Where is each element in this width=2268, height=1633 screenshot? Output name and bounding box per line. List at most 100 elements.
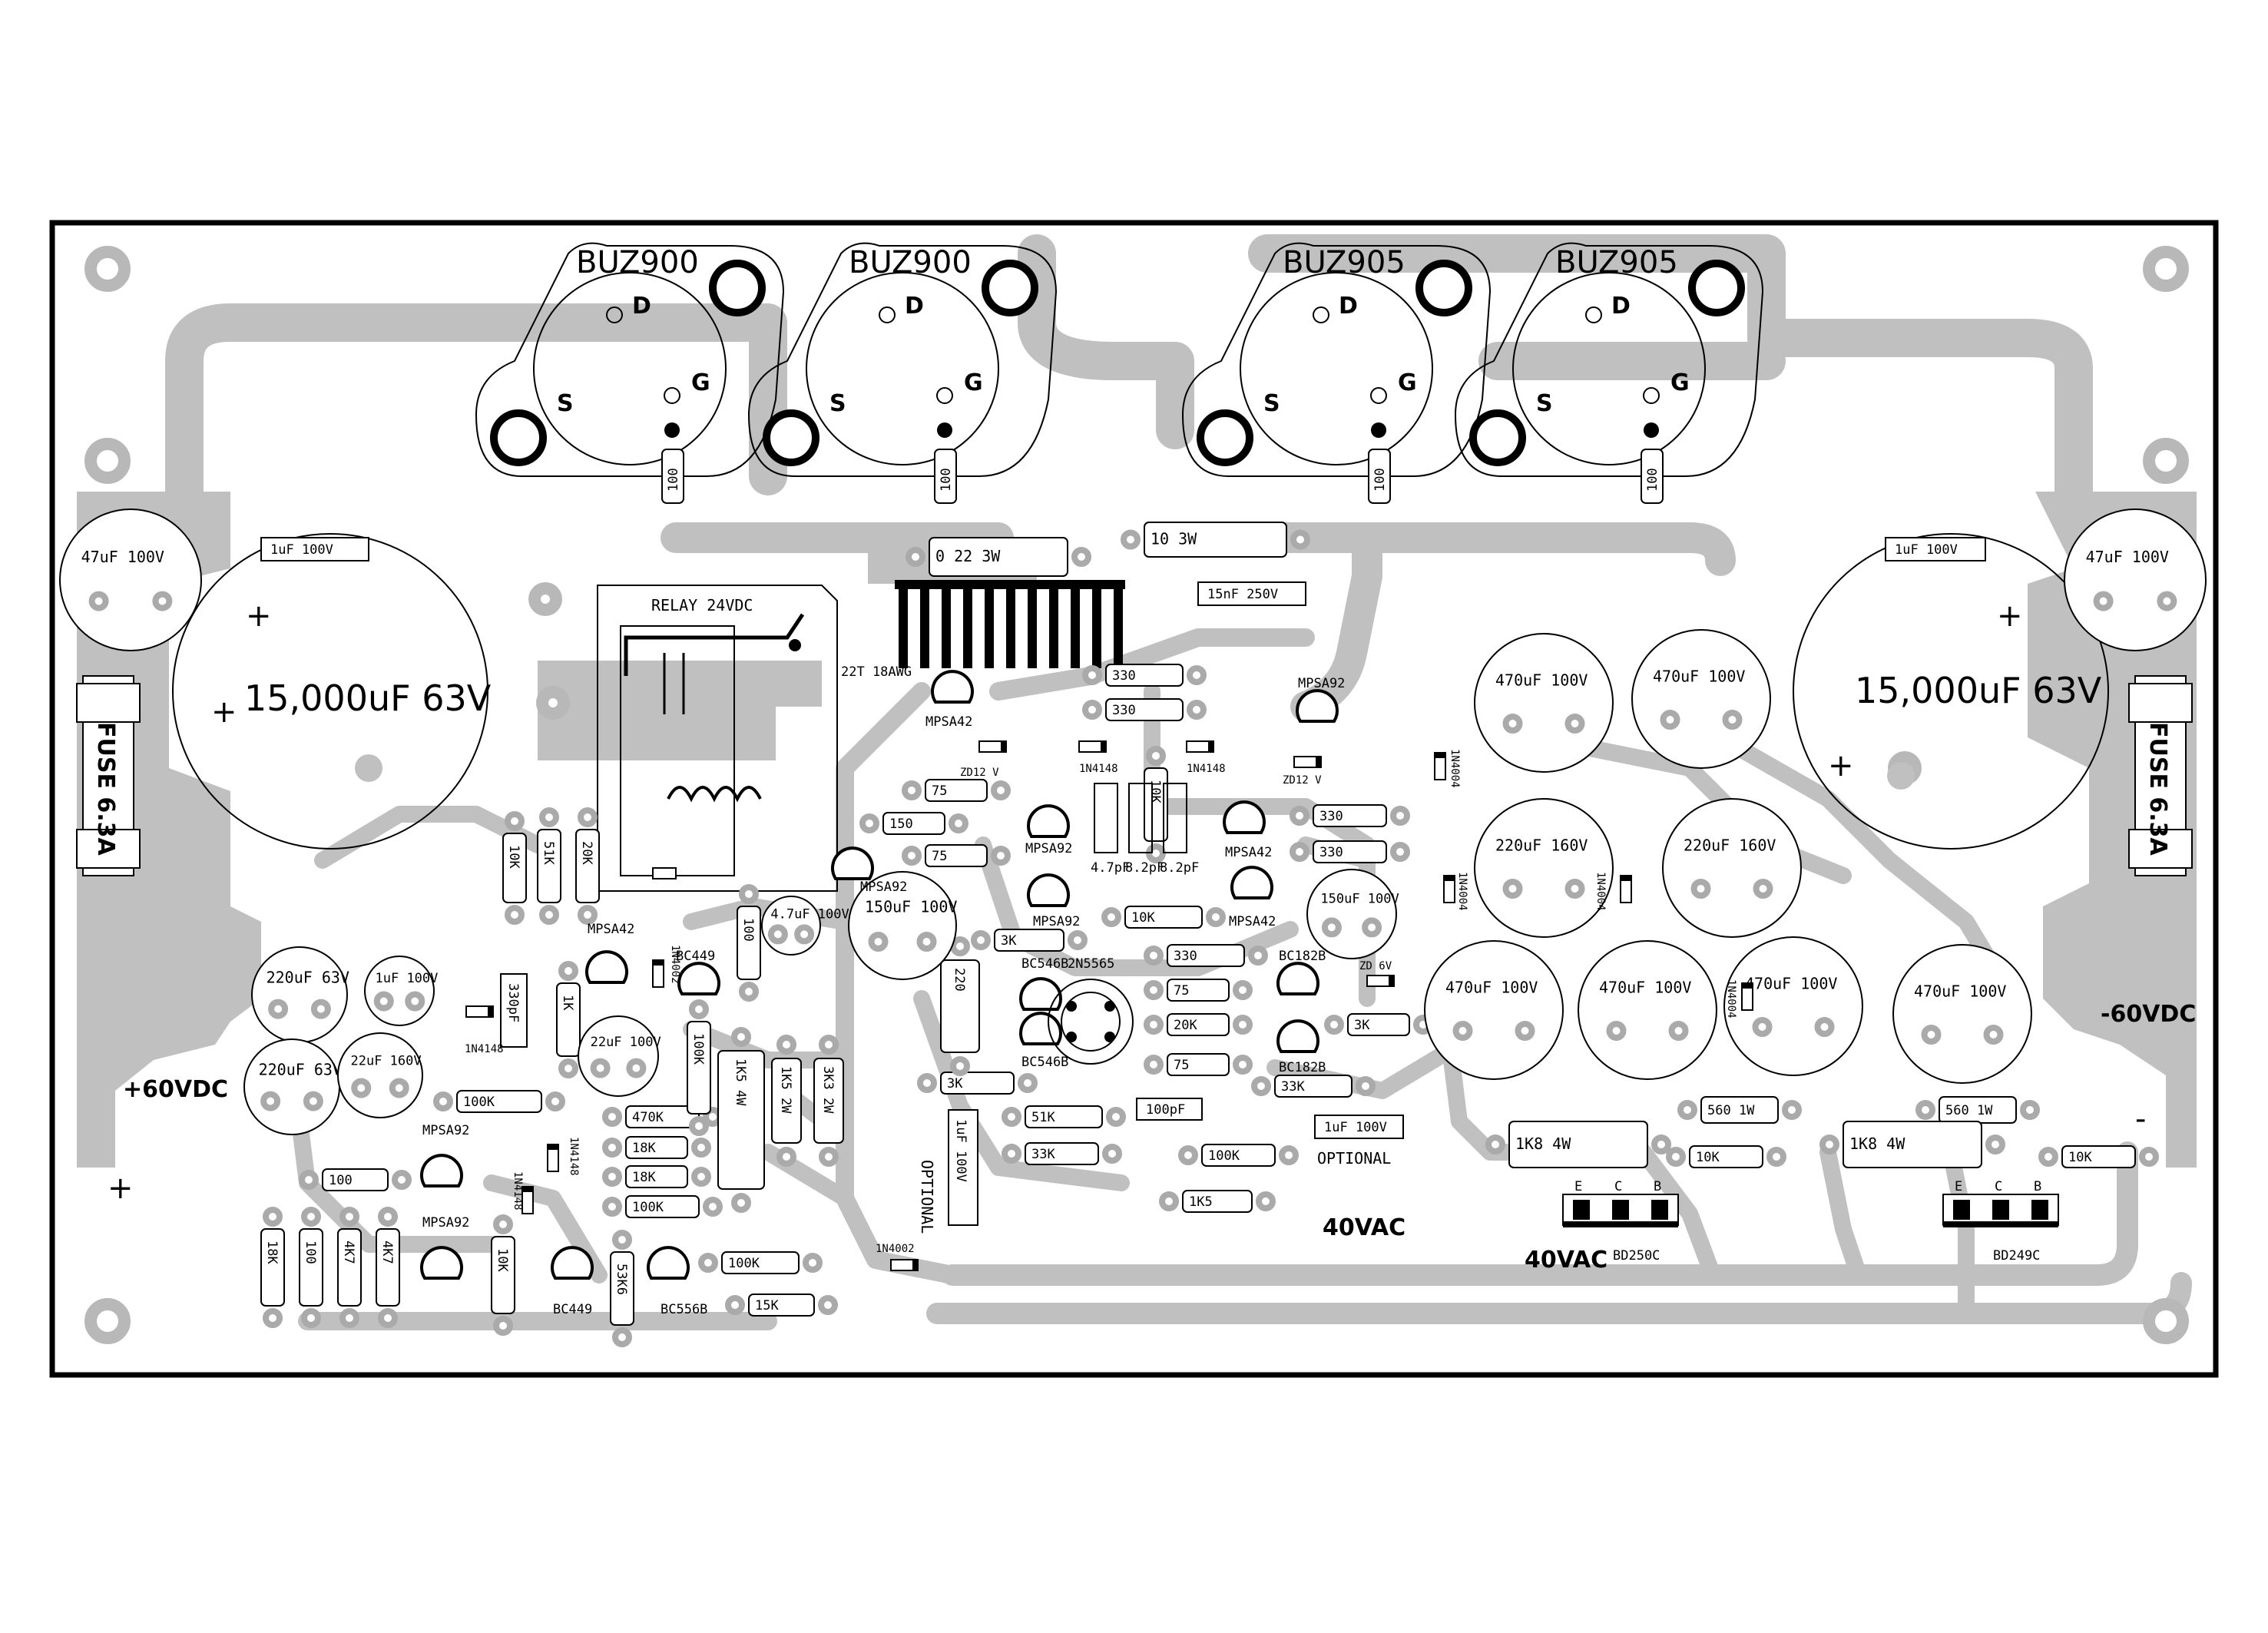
svg-text:330: 330 bbox=[1112, 703, 1136, 718]
svg-text:100: 100 bbox=[740, 918, 756, 942]
svg-text:0 22 3W: 0 22 3W bbox=[935, 547, 1001, 565]
resistor-v-5: 100K bbox=[687, 999, 711, 1136]
resistor-29: 15K bbox=[725, 1293, 838, 1317]
resistor-14: 75 bbox=[1144, 1053, 1253, 1076]
resistor-2: 330 bbox=[1082, 664, 1207, 687]
electrolytic-cap-0: 47uF 100V bbox=[59, 508, 202, 651]
film-cap-2: 15nF 250V bbox=[1197, 581, 1306, 606]
fuse-left: FUSE 6.3A bbox=[76, 675, 141, 876]
jfet-2n5565: 2N5565 bbox=[1048, 956, 1134, 1065]
resistor-16: 3K bbox=[917, 1072, 1038, 1095]
svg-text:4.7pF: 4.7pF bbox=[1091, 860, 1130, 876]
svg-text:560 1W: 560 1W bbox=[1945, 1103, 1993, 1118]
svg-text:BD250C: BD250C bbox=[1613, 1248, 1660, 1264]
svg-text:18K: 18K bbox=[632, 1170, 656, 1185]
resistor-12: 75 bbox=[1144, 979, 1253, 1002]
electrolytic-cap-14: 470uF 100V bbox=[1424, 940, 1564, 1080]
svg-text:8.2pF: 8.2pF bbox=[1160, 860, 1199, 876]
resistor-8: 330 bbox=[1290, 840, 1410, 863]
electrolytic-cap-1: 47uF 100V bbox=[2064, 508, 2207, 651]
film-cap-0: 1uF 100V bbox=[260, 537, 369, 561]
electrolytic-cap-4: 1uF 100V bbox=[364, 956, 438, 1026]
board-outline bbox=[49, 220, 2219, 1378]
svg-text:33K: 33K bbox=[1031, 1147, 1055, 1162]
pin-label: D bbox=[1611, 293, 1631, 320]
mosfet-part-label: BUZ905 bbox=[1283, 245, 1405, 280]
resistor-1: 10 3W bbox=[1121, 522, 1310, 558]
resistor-6: 75 bbox=[902, 844, 1011, 867]
resistor-v-2: 20K bbox=[575, 807, 600, 925]
pin-label: S bbox=[829, 390, 846, 417]
diode-6: 1N4148 bbox=[512, 1171, 534, 1214]
svg-text:220uF 63V: 220uF 63V bbox=[259, 1061, 342, 1079]
electrolytic-cap-8: 150uF 100V bbox=[848, 871, 957, 980]
mosfet-part-label: BUZ905 bbox=[1555, 245, 1678, 280]
svg-text:MPSA42: MPSA42 bbox=[588, 922, 634, 937]
svg-text:22uF 100V: 22uF 100V bbox=[591, 1035, 661, 1050]
resistor-v-6: 10K bbox=[491, 1214, 515, 1336]
mounting-holes bbox=[84, 246, 2189, 1344]
svg-text:1uF 100V: 1uF 100V bbox=[1324, 1120, 1387, 1135]
svg-text:1N4148: 1N4148 bbox=[512, 1171, 524, 1211]
electrolytic-cap-17: 470uF 100V bbox=[1892, 944, 2032, 1084]
note-label: OPTIONAL bbox=[1317, 1149, 1391, 1168]
svg-text:MPSA92: MPSA92 bbox=[860, 879, 907, 895]
electrolytic-cap-5: 22uF 160V bbox=[337, 1032, 423, 1118]
diode-0: ZD12 V bbox=[960, 740, 1007, 779]
diode-2: 1N4148 bbox=[1078, 740, 1118, 775]
svg-text:220uF 160V: 220uF 160V bbox=[1684, 836, 1776, 855]
electrolytic-cap-2: 220uF 63V bbox=[251, 946, 349, 1043]
resistor-5: 150 bbox=[859, 812, 968, 835]
svg-text:1N4004: 1N4004 bbox=[1456, 872, 1468, 911]
electrolytic-cap-12: 220uF 160V bbox=[1474, 798, 1614, 938]
gate-resistors: 100 100 100 100 bbox=[661, 449, 1664, 504]
svg-text:+: + bbox=[211, 694, 237, 730]
svg-text:10K: 10K bbox=[1131, 910, 1155, 926]
svg-text:220: 220 bbox=[952, 968, 967, 992]
svg-text:4K7: 4K7 bbox=[341, 1240, 356, 1264]
svg-text:MPSA42: MPSA42 bbox=[1225, 845, 1272, 860]
svg-text:150uF 100V: 150uF 100V bbox=[1320, 892, 1399, 907]
pin-label: D bbox=[1339, 293, 1358, 320]
svg-text:20K: 20K bbox=[579, 841, 594, 865]
svg-text:FUSE 6.3A: FUSE 6.3A bbox=[92, 722, 119, 856]
resistor-24: 18K bbox=[602, 1136, 711, 1159]
diode-11: 1N4004 bbox=[1443, 872, 1468, 911]
svg-text:100: 100 bbox=[939, 468, 954, 492]
transistor-10: BC546B bbox=[1019, 956, 1068, 1011]
svg-text:RELAY 24VDC: RELAY 24VDC bbox=[651, 596, 753, 614]
svg-text:BC556B: BC556B bbox=[661, 1302, 707, 1317]
resistor-11: 330 bbox=[1144, 944, 1268, 967]
svg-text:ZD12 V: ZD12 V bbox=[1283, 774, 1322, 787]
resistor-38: 3K3 2W bbox=[813, 1035, 844, 1167]
electrolytic-cap-3: 220uF 63V bbox=[243, 1038, 342, 1135]
diode-1: ZD12 V bbox=[1283, 756, 1322, 787]
diode-4: 1N4148 bbox=[465, 1005, 504, 1055]
transistor-15: BC449 bbox=[676, 949, 720, 995]
svg-text:330pF: 330pF bbox=[505, 983, 521, 1022]
electrolytic-cap-13: 220uF 160V bbox=[1662, 798, 1802, 938]
svg-text:1N4004: 1N4004 bbox=[1725, 979, 1737, 1019]
svg-text:1uF 100V: 1uF 100V bbox=[270, 542, 333, 558]
svg-text:10K: 10K bbox=[506, 845, 521, 869]
svg-text:47uF 100V: 47uF 100V bbox=[81, 548, 164, 566]
resistor-37: 1K5 2W bbox=[771, 1035, 802, 1167]
resistor-33: 10K bbox=[2038, 1145, 2159, 1168]
electrolytic-cap-7: 4.7uF 100V bbox=[761, 896, 849, 956]
film-cap-4: 100pF bbox=[1136, 1098, 1203, 1121]
mounting-hole bbox=[528, 582, 562, 616]
svg-text:+: + bbox=[1997, 598, 2023, 634]
svg-text:10 3W: 10 3W bbox=[1151, 530, 1197, 548]
mosfet-part-label: BUZ900 bbox=[576, 245, 699, 280]
transistor-4: MPSA42 bbox=[1223, 800, 1272, 860]
mosfet-1: BUZ900 D G S bbox=[475, 242, 785, 477]
svg-text:FUSE 6.3A: FUSE 6.3A bbox=[2144, 722, 2171, 856]
svg-text:18K: 18K bbox=[632, 1141, 656, 1156]
electrolytic-cap-15: 470uF 100V bbox=[1578, 940, 1717, 1080]
resistor-v-9: 4K7 bbox=[337, 1207, 362, 1328]
resistor-v-3: 100 bbox=[737, 884, 761, 1002]
resistor-v-0: 10K bbox=[502, 811, 527, 925]
svg-text:100: 100 bbox=[1645, 468, 1660, 492]
